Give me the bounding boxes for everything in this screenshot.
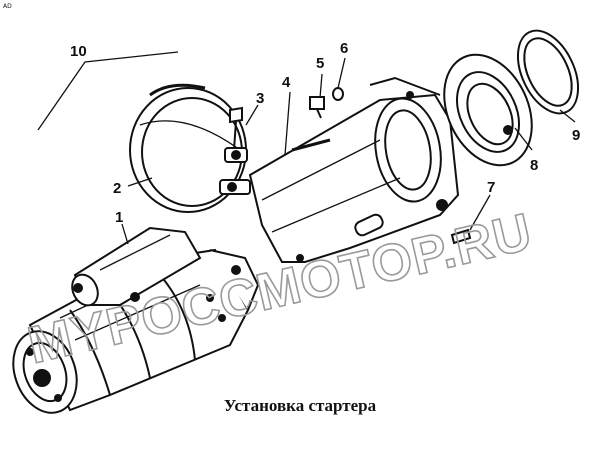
diagram-caption: Установка стартера xyxy=(223,396,377,415)
corner-mark: AD xyxy=(3,3,12,10)
callout-5: 5 xyxy=(316,55,324,72)
flange-ring xyxy=(443,53,533,167)
bolt xyxy=(309,96,325,119)
callout-4: 4 xyxy=(282,74,291,91)
pin xyxy=(450,228,472,245)
callout-3: 3 xyxy=(256,90,264,107)
callout-10: 10 xyxy=(70,43,87,60)
callout-8: 8 xyxy=(530,157,538,174)
callout-1: 1 xyxy=(115,209,123,226)
callout-2: 2 xyxy=(113,180,121,197)
callout-9: 9 xyxy=(572,127,580,144)
callout-7: 7 xyxy=(487,179,495,196)
o-ring xyxy=(516,29,580,115)
callout-labels: 1 2 3 4 5 6 7 8 9 10 xyxy=(70,40,580,226)
starter-motor xyxy=(12,226,260,414)
callout-6: 6 xyxy=(340,40,348,57)
clamp-bolt xyxy=(224,106,248,163)
starter-housing xyxy=(248,76,460,263)
leader-lines xyxy=(37,51,576,245)
washer xyxy=(332,87,344,101)
